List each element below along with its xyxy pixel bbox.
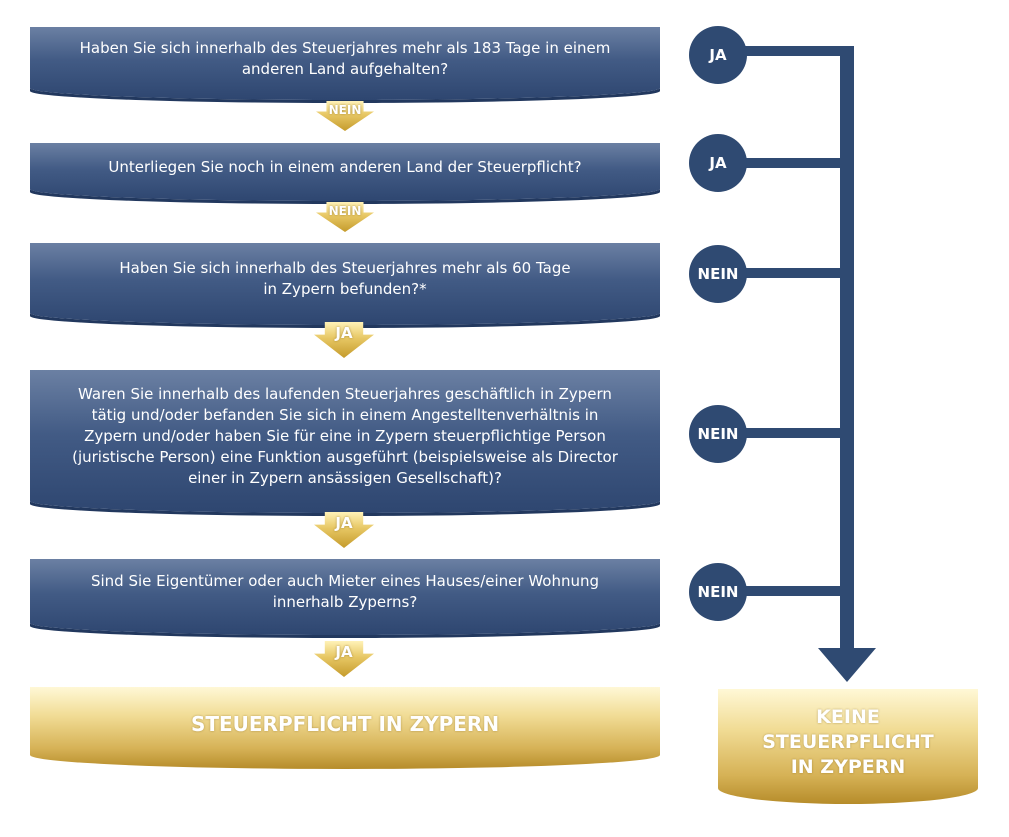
question-line: Haben Sie sich innerhalb des Steuerjahre… [79, 38, 611, 57]
answer-circle-4: NEIN [689, 405, 747, 463]
connector-line-4 [745, 428, 850, 438]
question-line: Unterliegen Sie noch in einem anderen La… [108, 157, 582, 176]
question-text-5: Sind Sie Eigentümer oder auch Mieter ein… [91, 571, 599, 613]
result-line: STEUERPFLICHT [762, 731, 934, 753]
result-line: KEINE [816, 706, 880, 728]
arrow-label: JA [335, 514, 353, 532]
connector-arrowhead [818, 648, 876, 682]
question-line: Waren Sie innerhalb des laufenden Steuer… [78, 385, 612, 403]
answer-circle-1: JA [689, 26, 747, 84]
arrow-down-3: JA [314, 322, 374, 358]
question-line: einer in Zypern ansässigen Gesellschaft)… [188, 469, 502, 487]
arrow-down-4: JA [314, 512, 374, 548]
question-line: tätig und/oder befanden Sie sich in eine… [91, 406, 599, 424]
question-box-2: Unterliegen Sie noch in einem anderen La… [30, 143, 660, 201]
answer-label: NEIN [697, 425, 739, 443]
question-line: innerhalb Zyperns? [272, 593, 418, 611]
question-text-2: Unterliegen Sie noch in einem anderen La… [108, 157, 581, 178]
question-line: Sind Sie Eigentümer oder auch Mieter ein… [90, 572, 600, 590]
answer-label: NEIN [697, 265, 739, 283]
question-box-4: Waren Sie innerhalb des laufenden Steuer… [30, 370, 660, 513]
answer-circle-2: JA [689, 134, 747, 192]
arrow-label: NEIN [328, 204, 362, 218]
answer-label: JA [709, 46, 727, 64]
arrow-label: NEIN [328, 103, 362, 117]
connector-line-3 [745, 268, 850, 278]
question-text-4: Waren Sie innerhalb des laufenden Steuer… [72, 384, 618, 489]
question-line: (juristische Person) eine Funktion ausge… [72, 448, 618, 466]
question-box-1: Haben Sie sich innerhalb des Steuerjahre… [30, 27, 660, 100]
connector-vertical-line [840, 46, 854, 654]
answer-circle-5: NEIN [689, 563, 747, 621]
question-line: Haben Sie sich innerhalb des Steuerjahre… [119, 259, 571, 277]
question-text-3: Haben Sie sich innerhalb des Steuerjahre… [119, 258, 570, 300]
answer-label: NEIN [697, 583, 739, 601]
question-line: in Zypern befunden?* [263, 280, 427, 298]
connector-line-5 [745, 586, 850, 596]
question-box-5: Sind Sie Eigentümer oder auch Mieter ein… [30, 559, 660, 635]
arrow-down-1: NEIN [316, 101, 374, 131]
result-tax-liable: STEUERPFLICHT IN ZYPERN [30, 687, 660, 769]
arrow-down-2: NEIN [316, 202, 374, 232]
result-not-tax-liable: KEINE STEUERPFLICHT IN ZYPERN [718, 689, 978, 804]
question-line: Zypern und/oder haben Sie für eine in Zy… [84, 427, 606, 445]
result-line: IN ZYPERN [790, 756, 906, 778]
arrow-down-5: JA [314, 641, 374, 677]
result-line: STEUERPFLICHT IN ZYPERN [190, 712, 500, 736]
arrow-label: JA [335, 324, 353, 342]
arrow-label: JA [335, 643, 353, 661]
question-box-3: Haben Sie sich innerhalb des Steuerjahre… [30, 243, 660, 325]
question-line: anderen Land aufgehalten? [241, 59, 449, 78]
connector-line-1 [745, 46, 850, 56]
question-text-1: Haben Sie sich innerhalb des Steuerjahre… [80, 38, 611, 80]
answer-circle-3: NEIN [689, 245, 747, 303]
connector-line-2 [745, 158, 850, 168]
answer-label: JA [709, 154, 727, 172]
